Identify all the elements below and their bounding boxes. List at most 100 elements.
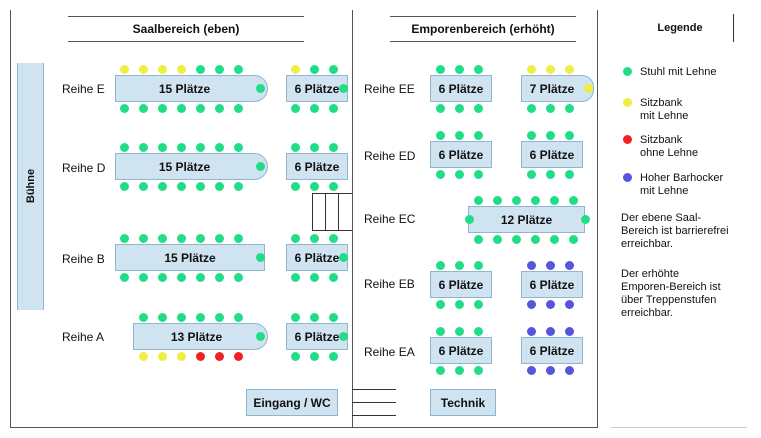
seat [526, 299, 536, 309]
seat [526, 103, 536, 113]
seat [290, 272, 300, 282]
table-ee-right: 7 Plätze [521, 75, 583, 102]
legend-seat-green [623, 67, 632, 76]
seat [511, 195, 521, 205]
seat [568, 234, 578, 244]
seat [568, 195, 578, 205]
empore-header-line-bottom [390, 41, 576, 42]
seat [309, 181, 319, 191]
seat [214, 351, 224, 361]
seat [454, 130, 464, 140]
seat [435, 326, 445, 336]
table-b-right: 6 Plätze [286, 244, 348, 271]
seat [526, 130, 536, 140]
seat [583, 83, 593, 93]
seat [435, 103, 445, 113]
seat [157, 351, 167, 361]
table-ed-right: 6 Plätze [521, 141, 583, 168]
row-label-d: Reihe D [62, 161, 106, 175]
seat [545, 299, 555, 309]
seat [157, 142, 167, 152]
seat [564, 299, 574, 309]
seat [435, 64, 445, 74]
seat [545, 103, 555, 113]
stage [17, 63, 44, 310]
seat [214, 64, 224, 74]
seat [328, 64, 338, 74]
seat [473, 64, 483, 74]
technik-box: Technik [430, 389, 496, 416]
seat [473, 169, 483, 179]
row-label-e: Reihe E [62, 82, 105, 96]
legend-label-3b: mit Lehne [640, 185, 689, 197]
seat [176, 233, 186, 243]
saal-header-line-bottom [68, 41, 304, 42]
legend-label-3a: Hoher Barhocker [640, 172, 724, 184]
seat [473, 234, 483, 244]
seat [545, 260, 555, 270]
row-label-eb: Reihe EB [364, 277, 415, 291]
seat [233, 142, 243, 152]
table-e-left: 15 Plätze [115, 75, 254, 102]
seat [195, 103, 205, 113]
table-eb-left: 6 Plätze [430, 271, 492, 298]
seat [309, 351, 319, 361]
legend-label-1b: mit Lehne [640, 110, 689, 122]
seat [119, 272, 129, 282]
frame-bottom [10, 427, 598, 428]
seat [233, 233, 243, 243]
saal-header: Saalbereich (eben) [132, 22, 240, 36]
row-label-ec: Reihe EC [364, 212, 416, 226]
seat [255, 83, 265, 93]
seat [195, 272, 205, 282]
legend-label-2b: ohne Lehne [640, 147, 699, 159]
seat [290, 351, 300, 361]
seat [473, 195, 483, 205]
seat [195, 64, 205, 74]
seat [138, 64, 148, 74]
seat [328, 103, 338, 113]
seat [545, 64, 555, 74]
seat [526, 64, 536, 74]
entrance-line-2 [352, 402, 396, 403]
seat [328, 233, 338, 243]
seat [564, 169, 574, 179]
seat [195, 181, 205, 191]
seat [309, 312, 319, 322]
seat [435, 260, 445, 270]
seat [492, 195, 502, 205]
seat [564, 326, 574, 336]
seat [233, 64, 243, 74]
row-label-ed: Reihe ED [364, 149, 416, 163]
legend-note-2-line-4: erreichbar. [621, 307, 673, 319]
seat [119, 64, 129, 74]
row-label-ea: Reihe EA [364, 345, 415, 359]
seat [473, 130, 483, 140]
seat [328, 272, 338, 282]
seat [545, 130, 555, 140]
row-label-ee: Reihe EE [364, 82, 415, 96]
seat [119, 103, 129, 113]
seat [530, 234, 540, 244]
seat [195, 312, 205, 322]
saal-header-line-top [68, 16, 304, 17]
seat [526, 260, 536, 270]
seat [233, 351, 243, 361]
seat [290, 181, 300, 191]
seat [138, 103, 148, 113]
seat [328, 181, 338, 191]
stairs-lines [312, 193, 352, 231]
legend-note-1-line-3: erreichbar. [621, 238, 673, 250]
table-ed-left: 6 Plätze [430, 141, 492, 168]
legend-bottom-line [611, 427, 747, 428]
row-label-b: Reihe B [62, 252, 105, 266]
frame-right [597, 10, 598, 428]
seat [157, 233, 167, 243]
seat [580, 214, 590, 224]
seat [157, 272, 167, 282]
seat [195, 233, 205, 243]
seat [564, 365, 574, 375]
seat [545, 326, 555, 336]
legend-title: Legende [657, 22, 703, 34]
seat [530, 195, 540, 205]
